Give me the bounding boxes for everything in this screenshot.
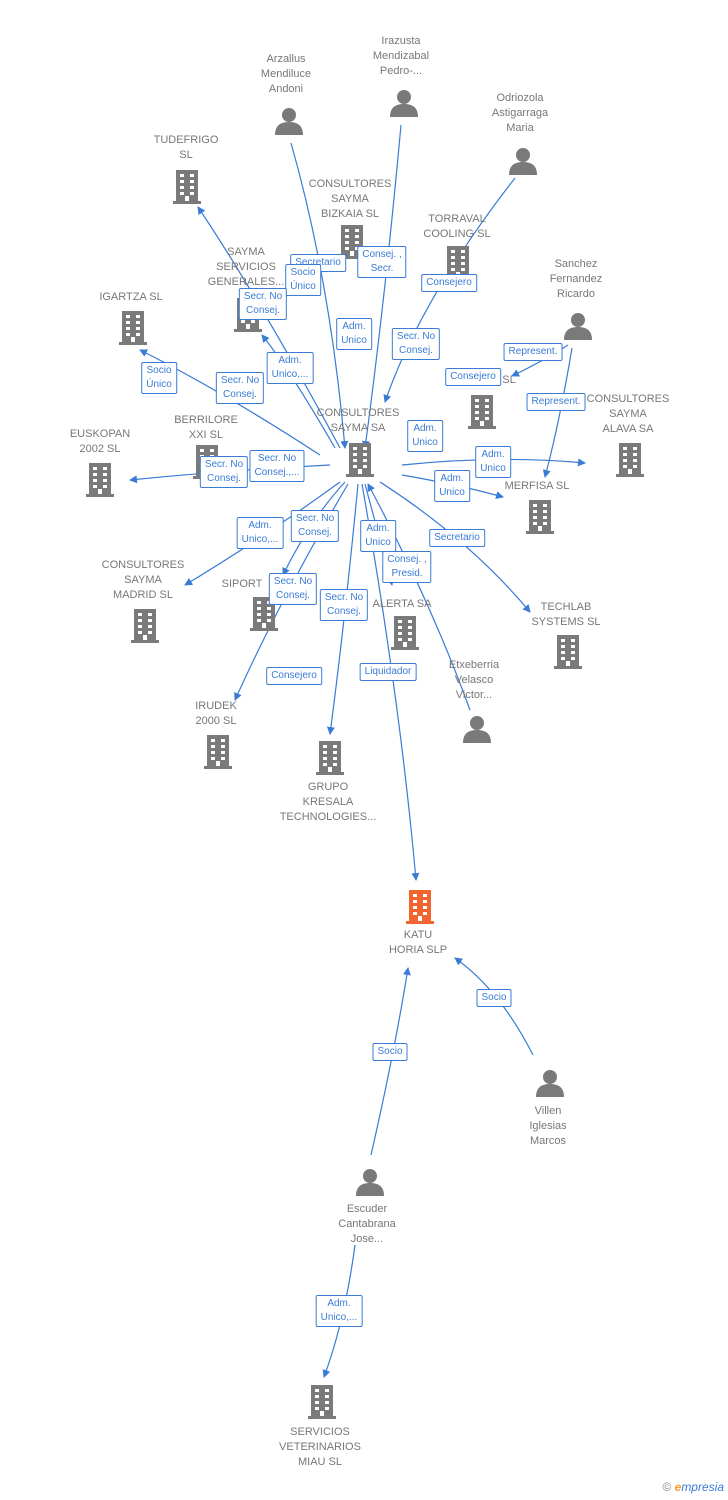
node-label-sayma-alava[interactable]: CONSULTORES SAYMA ALAVA SA <box>586 393 670 435</box>
node-label-sayma-bizkaia[interactable]: CONSULTORES SAYMA BIZKAIA SL <box>308 178 392 220</box>
company-building-icon-servicios-vet[interactable] <box>308 1385 336 1419</box>
edge-label-secr-no-consej[interactable]: Secr. No Consej. <box>290 510 340 542</box>
edge-label-represent[interactable]: Represent. <box>503 343 563 361</box>
edge-label-secr-no-consej[interactable]: Secr. No Consej. <box>238 288 288 320</box>
edge-label-adm-unico[interactable]: Adm. Unico <box>336 318 372 350</box>
brand-logo-e: e <box>674 1480 682 1494</box>
person-icon-arzallus[interactable] <box>275 108 303 135</box>
node-label-villen[interactable]: Villen Iglesias Marcos <box>529 1105 567 1147</box>
edge-label-secr-no-consej[interactable]: Secr. No Consej. <box>215 372 265 404</box>
edge-label-adm-unico[interactable]: Adm. Unico,... <box>266 352 314 384</box>
edge-label-adm-unico[interactable]: Adm. Unico <box>407 420 443 452</box>
company-building-icon-alerta[interactable] <box>391 616 419 650</box>
edge-label-socio[interactable]: Socio <box>372 1043 408 1061</box>
company-building-icon-sayma-madrid[interactable] <box>131 609 159 643</box>
node-label-etxeberria[interactable]: Etxeberria Velasco Victor... <box>448 659 500 701</box>
company-building-icon-techlab[interactable] <box>554 635 582 669</box>
node-label-tudefrigo[interactable]: TUDEFRIGO SL <box>153 134 219 161</box>
edge-label-secr-no-consej[interactable]: Secr. No Consej. <box>199 456 249 488</box>
edge-label-adm-unico[interactable]: Adm. Unico,... <box>236 517 284 549</box>
edge-sanchez-to-merfisa <box>542 347 573 478</box>
node-label-irazusta[interactable]: Irazusta Mendizabal Pedro-... <box>372 35 430 77</box>
edge-label-consejero[interactable]: Consejero <box>266 667 322 685</box>
company-building-icon-grupo-kresala[interactable] <box>316 741 344 775</box>
node-label-arzallus[interactable]: Arzallus Mendiluce Andoni <box>260 53 312 95</box>
edge-label-socio-unico[interactable]: Socio Único <box>141 362 177 394</box>
edge-label-socio[interactable]: Socio <box>476 989 512 1007</box>
node-label-odriozola[interactable]: Odriozola Astigarraga Maria <box>491 92 549 134</box>
node-label-igartza[interactable]: IGARTZA SL <box>99 291 163 303</box>
person-icon-escuder[interactable] <box>356 1169 384 1196</box>
edge-label-secr-no-consej[interactable]: Secr. No Consej. <box>268 573 318 605</box>
edge-label-socio-unico[interactable]: Socio Único <box>285 264 321 296</box>
company-building-icon-euskopan[interactable] <box>86 463 114 497</box>
company-building-icon-hidden-sl[interactable] <box>468 395 496 429</box>
node-label-techlab[interactable]: TECHLAB SYSTEMS SL <box>531 601 601 628</box>
brand-logo-text: mpresia <box>681 1480 724 1494</box>
edge-etxeberria-to-consultores-sayma <box>367 483 471 711</box>
company-building-icon-sayma-alava[interactable] <box>616 443 644 477</box>
node-label-katu[interactable]: KATU HORIA SLP <box>388 929 448 956</box>
edge-label-secr-no-consej[interactable]: Secr. No Consej. <box>319 589 369 621</box>
node-label-hidden-sl[interactable]: SL <box>502 374 516 386</box>
edge-label-consejero[interactable]: Consejero <box>421 274 477 292</box>
edge-label-adm-unico[interactable]: Adm. Unico <box>475 446 511 478</box>
company-building-icon-igartza[interactable] <box>119 311 147 345</box>
person-icon-odriozola[interactable] <box>509 148 537 175</box>
company-building-icon-merfisa[interactable] <box>526 500 554 534</box>
node-label-merfisa[interactable]: MERFISA SL <box>504 480 570 492</box>
edge-label-adm-unico[interactable]: Adm. Unico <box>360 520 396 552</box>
node-label-escuder[interactable]: Escuder Cantabrana Jose... <box>338 1203 396 1245</box>
edge-escuder-to-katu <box>370 967 411 1156</box>
edge-label-consej-secr[interactable]: Consej. , Secr. <box>357 246 407 278</box>
person-icon-sanchez[interactable] <box>564 313 592 340</box>
edge-label-consejero[interactable]: Consejero <box>445 368 501 386</box>
company-building-icon-consultores-sayma[interactable] <box>346 443 374 477</box>
node-label-consultores-sayma[interactable]: CONSULTORES SAYMA SA <box>316 407 400 434</box>
edge-label-secr-no-consej[interactable]: Secr. No Consej. <box>391 328 441 360</box>
edge-label-secr-no-consej[interactable]: Secr. No Consej.,... <box>249 450 305 482</box>
node-label-servicios-vet[interactable]: SERVICIOS VETERINARIOS MIAU SL <box>279 1426 361 1468</box>
company-building-icon-irudek[interactable] <box>204 735 232 769</box>
person-icon-irazusta[interactable] <box>390 90 418 117</box>
company-building-icon-katu[interactable] <box>406 890 434 924</box>
edge-irazusta-to-consultores-sayma <box>361 124 402 449</box>
node-label-sanchez[interactable]: Sanchez Fernandez Ricardo <box>549 258 603 300</box>
copyright-notice[interactable]: © empresia <box>662 1480 724 1494</box>
node-label-irudek[interactable]: IRUDEK 2000 SL <box>195 700 237 727</box>
edge-arzallus-to-consultores-sayma <box>290 142 349 449</box>
copyright-symbol: © <box>662 1480 672 1494</box>
edge-label-liquidador[interactable]: Liquidador <box>359 663 417 681</box>
node-label-berrilore[interactable]: BERRILORE XXI SL <box>174 414 238 441</box>
edge-label-represent[interactable]: Represent. <box>526 393 586 411</box>
node-label-sayma-madrid[interactable]: CONSULTORES SAYMA MADRID SL <box>101 559 185 601</box>
node-label-siport[interactable]: SIPORT <box>221 578 263 590</box>
edge-label-secretario[interactable]: Secretario <box>429 529 485 547</box>
person-icon-etxeberria[interactable] <box>463 716 491 743</box>
node-label-alerta[interactable]: ALERTA SA <box>372 598 432 610</box>
edge-odriozola-to-consultores-sayma <box>383 177 516 403</box>
node-label-sayma-servicios[interactable]: SAYMA SERVICIOS GENERALES... <box>207 246 285 288</box>
person-icon-villen[interactable] <box>536 1070 564 1097</box>
edge-label-adm-unico[interactable]: Adm. Unico,... <box>315 1295 363 1327</box>
node-label-torraval[interactable]: TORRAVAL COOLING SL <box>423 213 491 240</box>
edge-label-consej-presid[interactable]: Consej. , Presid. <box>382 551 432 583</box>
company-building-icon-tudefrigo[interactable] <box>173 170 201 204</box>
node-label-euskopan[interactable]: EUSKOPAN 2002 SL <box>69 428 131 455</box>
edge-label-adm-unico[interactable]: Adm. Unico <box>434 470 470 502</box>
node-label-grupo-kresala[interactable]: GRUPO KRESALA TECHNOLOGIES... <box>279 781 377 823</box>
